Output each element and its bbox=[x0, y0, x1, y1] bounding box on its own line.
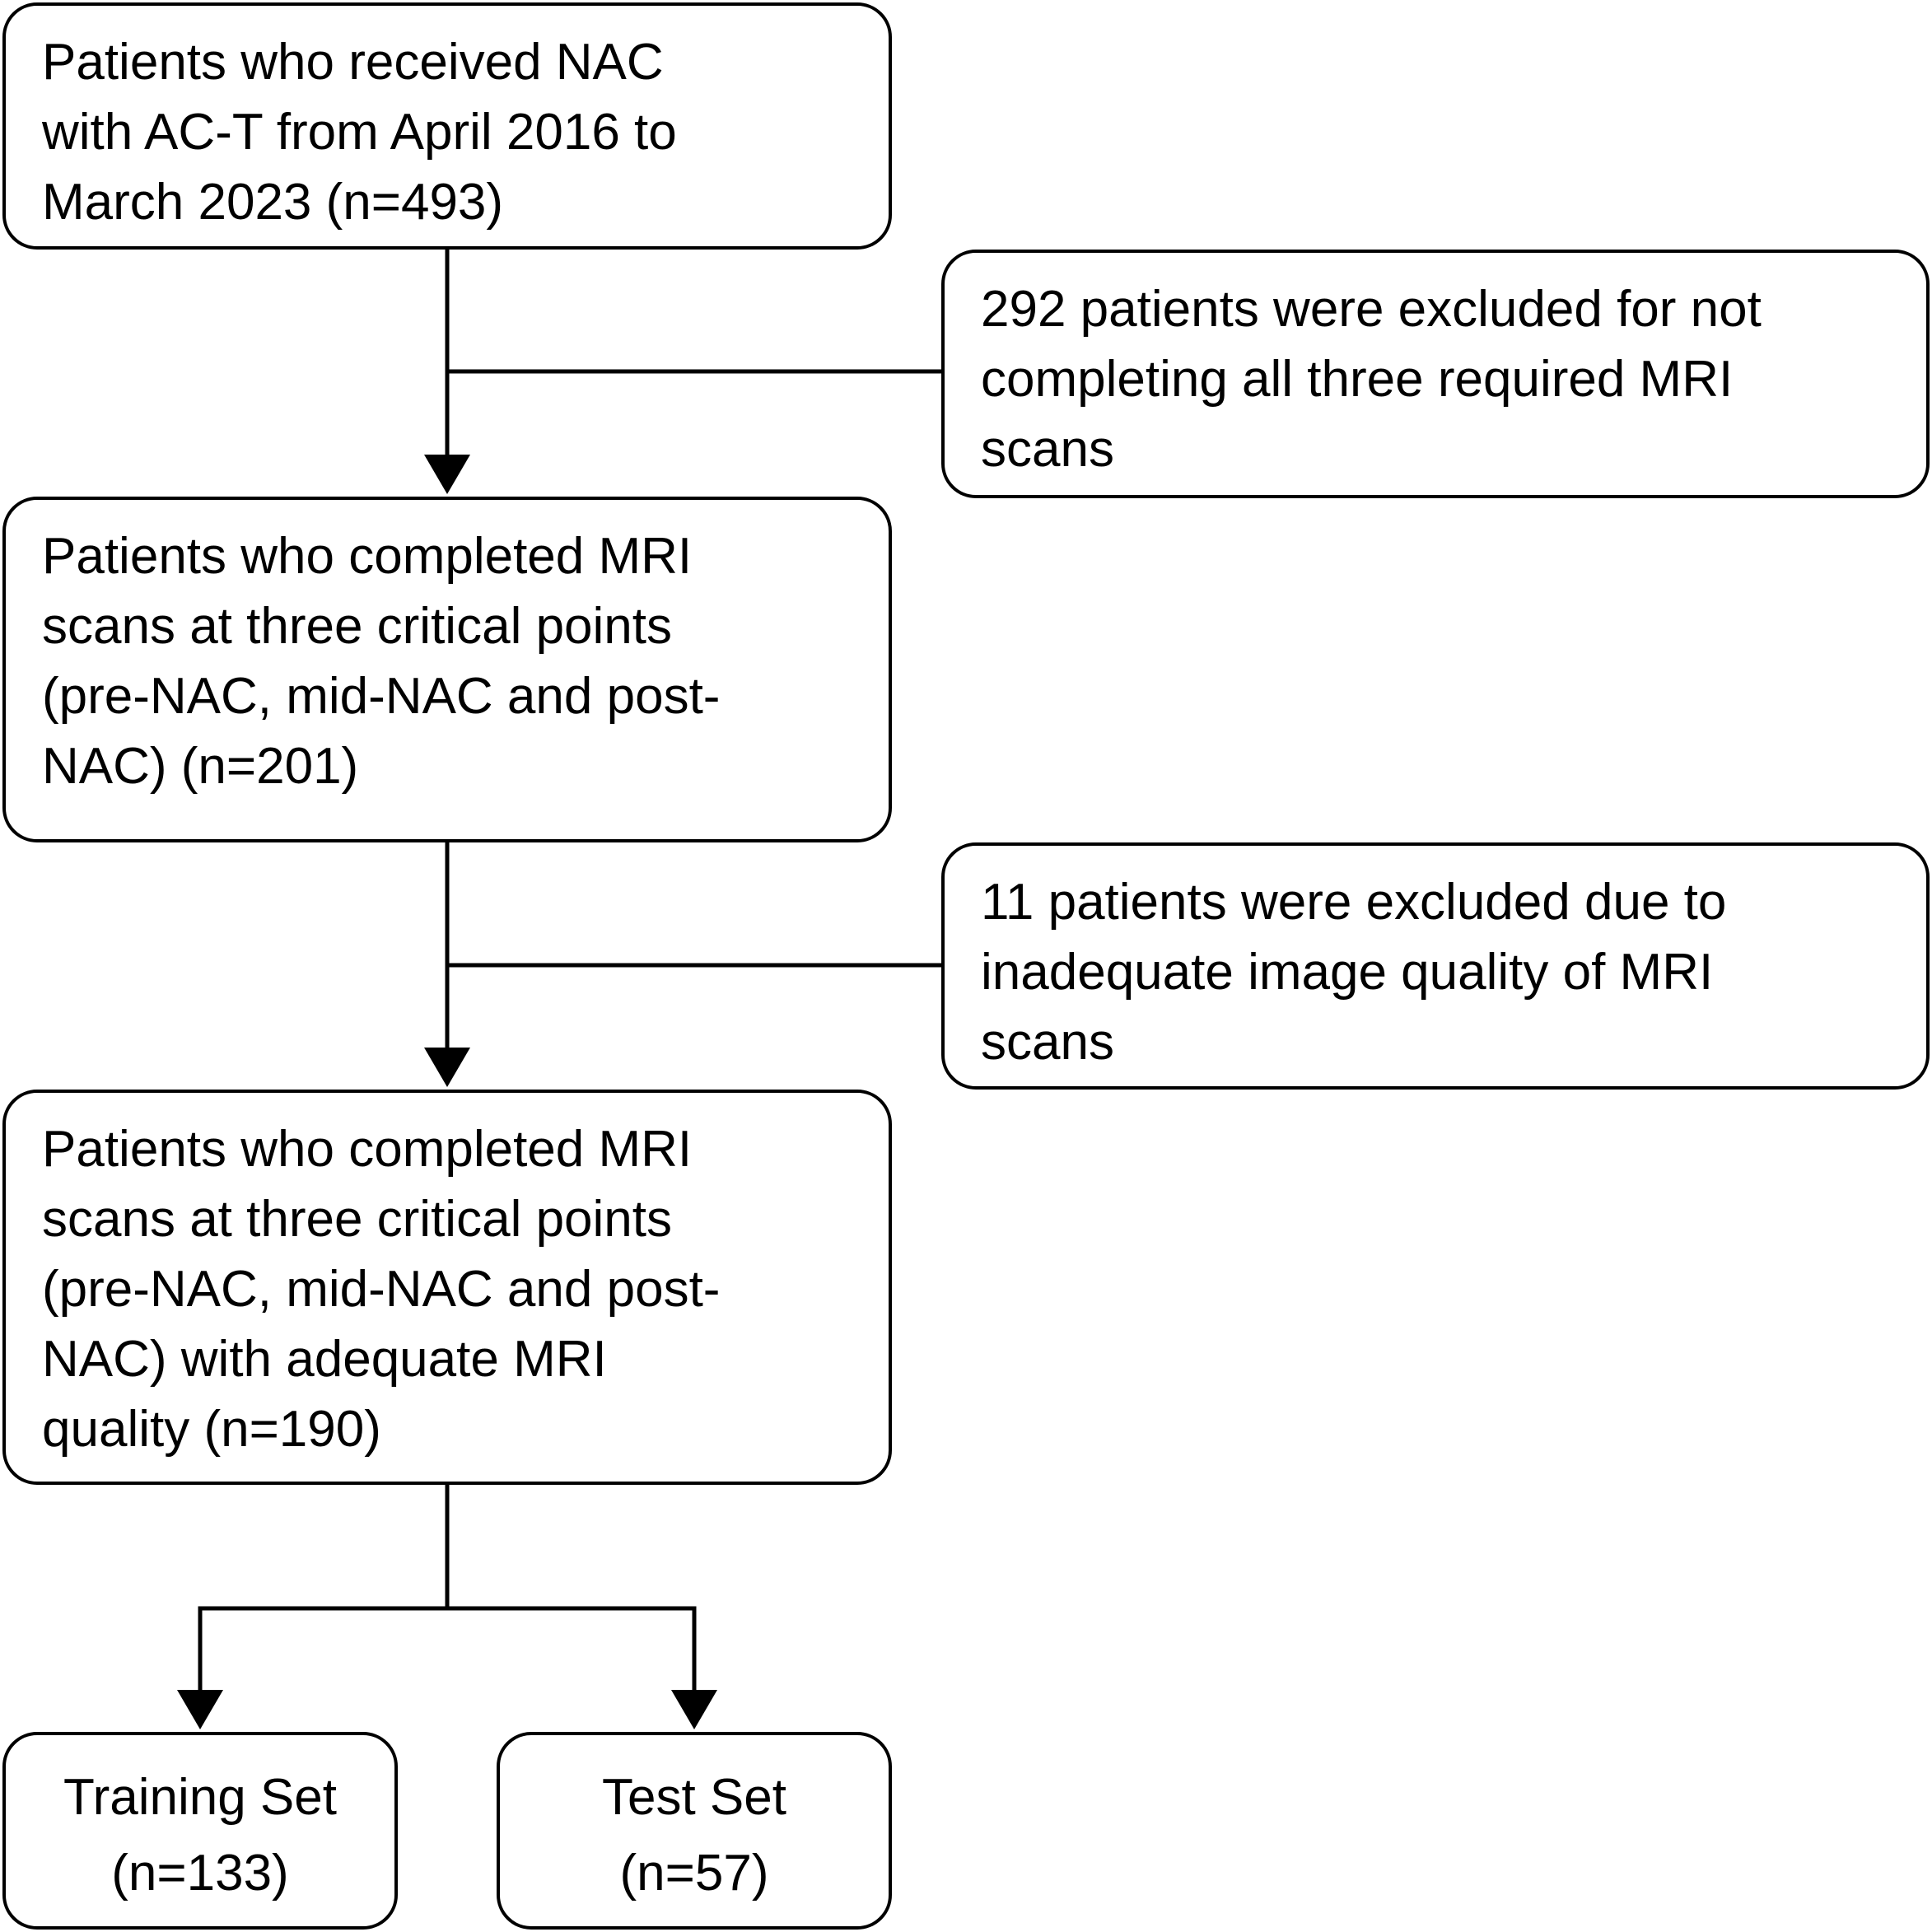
arrowhead-completed bbox=[424, 455, 470, 494]
connector-split bbox=[198, 1606, 697, 1701]
box-test-set: Test Set (n=57) bbox=[497, 1732, 892, 1930]
box-start: Patients who received NAC with AC-T from… bbox=[2, 2, 892, 250]
arrowhead-training bbox=[177, 1690, 223, 1729]
box-training-set: Training Set (n=133) bbox=[2, 1732, 398, 1930]
arrowhead-adequate bbox=[424, 1048, 470, 1087]
box-adequate-quality: Patients who completed MRI scans at thre… bbox=[2, 1090, 892, 1485]
box-exclusion-2: 11 patients were excluded due to inadequ… bbox=[941, 842, 1930, 1090]
box-exclusion-1: 292 patients were excluded for not compl… bbox=[941, 250, 1930, 498]
arrowhead-test bbox=[671, 1690, 717, 1729]
box-completed-mri: Patients who completed MRI scans at thre… bbox=[2, 497, 892, 842]
